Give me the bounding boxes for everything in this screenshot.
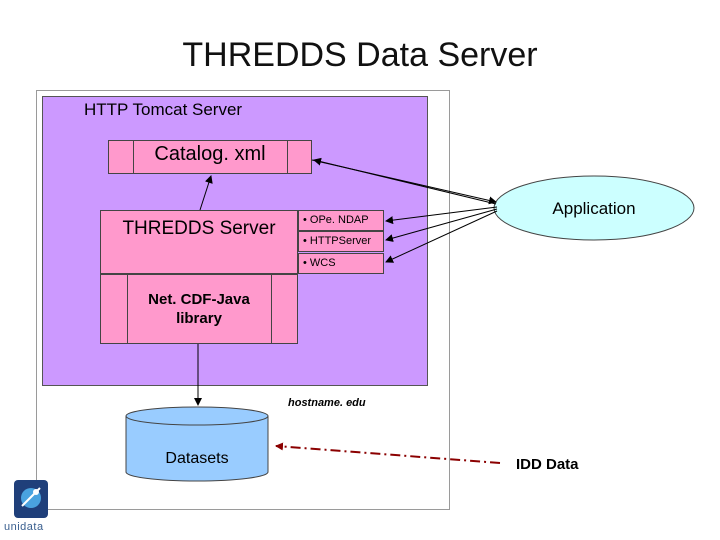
unidata-logo-text: unidata xyxy=(4,521,44,533)
service-httpserver: • HTTPServer xyxy=(298,231,384,252)
application-label: Application xyxy=(552,199,636,218)
unidata-logo-icon xyxy=(14,480,48,518)
datasets-label: Datasets xyxy=(165,450,229,467)
thredds-server-label: THREDDS Server xyxy=(122,218,276,239)
application-node xyxy=(493,175,695,241)
server-to-catalog-arrow xyxy=(199,175,213,211)
catalog-label: Catalog. xml xyxy=(154,143,266,165)
hostname-label: hostname. edu xyxy=(288,397,366,409)
netcdf-divider-left xyxy=(127,275,128,343)
catalog-divider-left xyxy=(133,141,134,173)
tomcat-server-label: HTTP Tomcat Server xyxy=(84,100,243,119)
catalog-box xyxy=(108,140,312,174)
datasets-cylinder xyxy=(125,406,269,482)
application-links xyxy=(311,157,498,263)
idd-data-link xyxy=(275,442,501,464)
page-title: THREDDS Data Server xyxy=(182,36,538,74)
thredds-server-box xyxy=(100,210,298,274)
netcdf-divider-right xyxy=(271,275,272,343)
netcdf-java-box xyxy=(100,274,298,344)
service-wcs: • WCS xyxy=(298,253,384,274)
netcdf-java-label: Net. CDF-Java library xyxy=(100,290,298,328)
netcdf-label-line1: Net. CDF-Java xyxy=(148,291,250,308)
service-opendap: • OPe. NDAP xyxy=(298,210,384,231)
idd-data-label: IDD Data xyxy=(516,456,579,473)
netcdf-label-line2: library xyxy=(176,310,222,327)
catalog-divider-right xyxy=(287,141,288,173)
